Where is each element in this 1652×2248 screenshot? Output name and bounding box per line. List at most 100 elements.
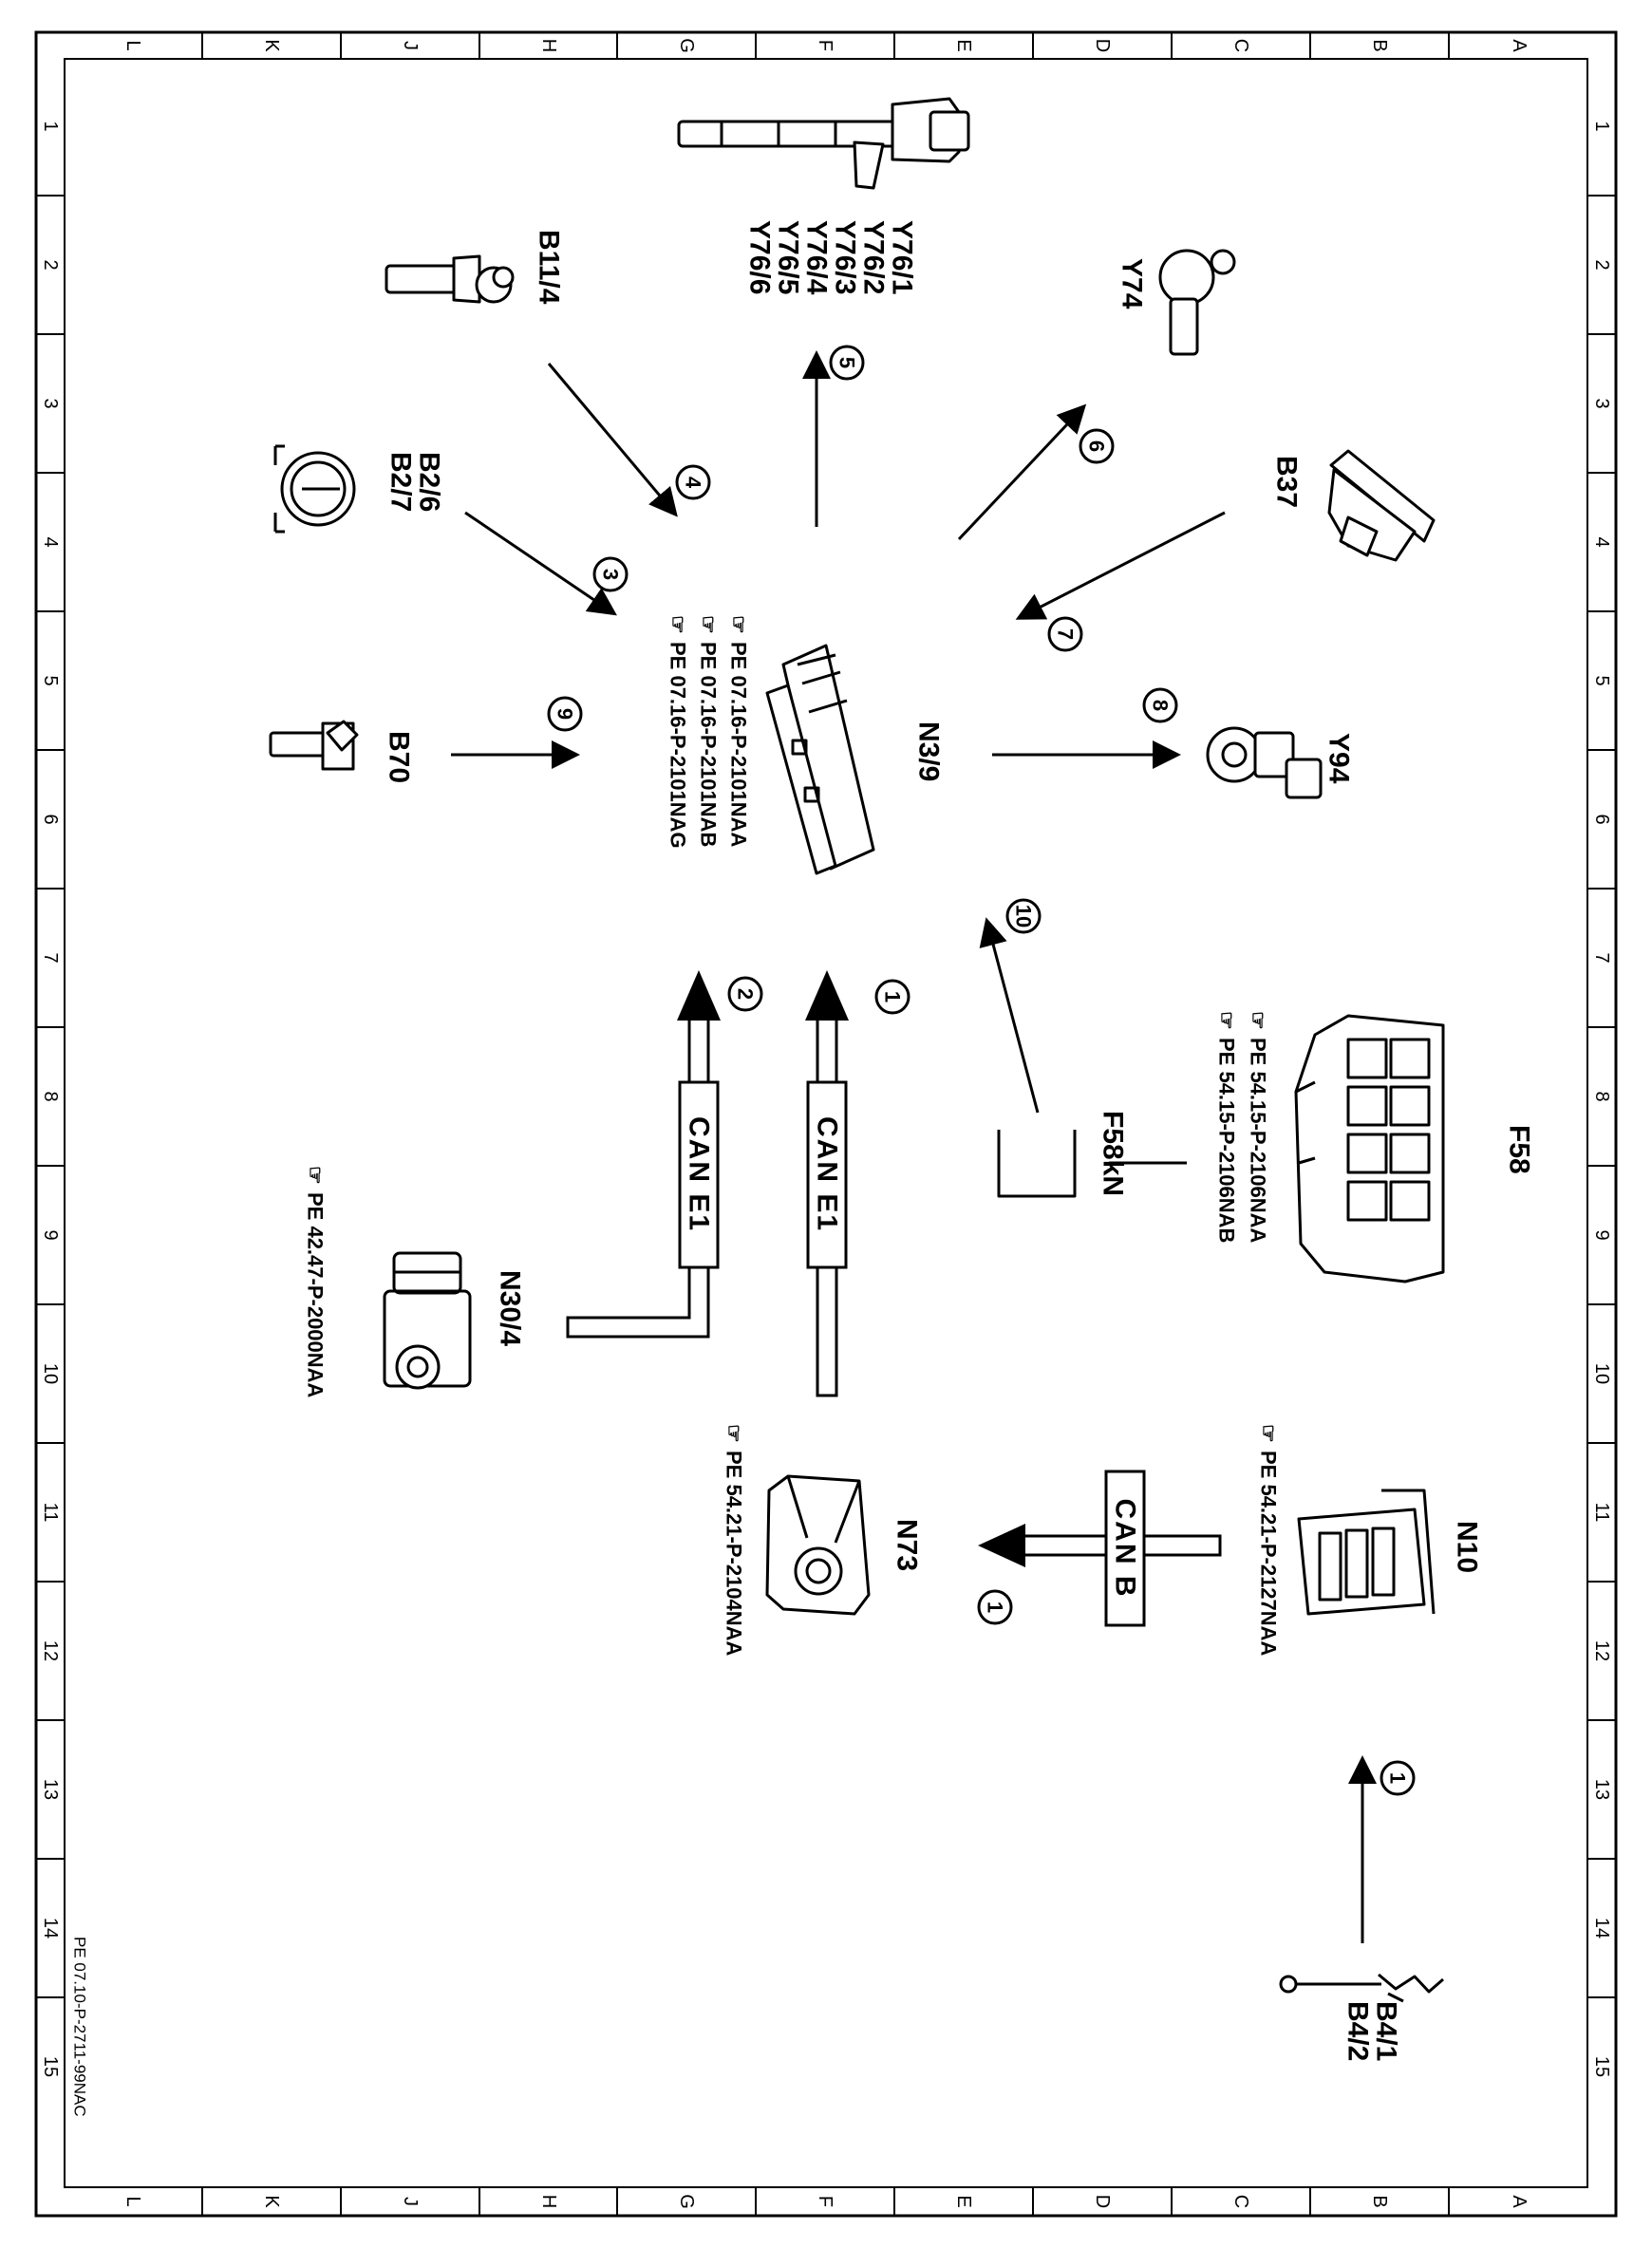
hand-pointer-icon: ☞	[723, 1424, 746, 1443]
component-labels: Y76/1 Y76/2 Y76/3 Y76/4 Y76/5 Y76/6 B11/…	[384, 220, 1535, 2061]
grid-number-right: 5	[1591, 675, 1612, 685]
grid-number-left: 11	[40, 1503, 61, 1523]
can-e1-label: CAN E1	[684, 1116, 715, 1232]
grid-letter-bottom: J	[400, 2197, 421, 2206]
svg-text:2: 2	[734, 988, 758, 1000]
document-references: ☞ PE 07.16-P-2101NAA ☞ PE 07.16-P-2101NA…	[304, 615, 1281, 1657]
pedal-sensor-b37-sketch	[1327, 449, 1436, 562]
label-f58kn: F58kN	[1098, 1111, 1129, 1196]
grid-number-right: 6	[1591, 814, 1612, 824]
grid-letter-top: L	[122, 40, 143, 50]
grid-letter-top: J	[400, 41, 421, 50]
svg-text:6: 6	[1085, 440, 1109, 452]
fuse-f58kn-sketch	[997, 1130, 1077, 1198]
grid-number-left: 4	[40, 536, 61, 547]
crankshaft-sensor-b70-sketch	[269, 720, 359, 771]
can-e1-bus-b: CAN E1	[566, 970, 721, 1339]
can-b-bus: CAN B	[978, 1470, 1222, 1627]
grid-letter-top: G	[676, 38, 697, 53]
svg-text:10: 10	[1012, 905, 1036, 927]
label-y76-6: Y76/6	[744, 220, 776, 294]
circle-1: 1	[874, 979, 910, 1015]
arrow-10	[979, 917, 1040, 1114]
pressure-regulator-y74-sketch	[1158, 249, 1236, 356]
esp-unit-n30-4-sketch	[383, 1251, 472, 1390]
grid-number-right: 1	[1591, 121, 1612, 131]
can-e1-bus-a: CAN E1	[805, 970, 849, 1397]
grid-number-right: 11	[1591, 1503, 1612, 1523]
label-b2-7: B2/7	[385, 452, 417, 512]
grid-number-left: 5	[40, 675, 61, 685]
grid-letter-bottom: K	[261, 2195, 282, 2208]
ref-n73: PE 54.21-P-2104NAA	[723, 1451, 746, 1657]
label-b4-1: B4/1	[1371, 2001, 1402, 2061]
label-y94: Y94	[1323, 733, 1355, 784]
can-b-label: CAN B	[1110, 1499, 1141, 1599]
coolant-sensor-b11-4-sketch	[385, 254, 515, 304]
ref-n30-4: PE 42.47-P-2000NAA	[304, 1192, 328, 1398]
grid-letters: L K J H G F E D C B A L K J H G F E D C …	[122, 38, 1530, 2209]
grid-number-left: 7	[40, 952, 61, 963]
grid-letter-bottom: F	[815, 2196, 835, 2207]
grid-number-right: 4	[1591, 536, 1612, 547]
circle-10: 10	[1005, 898, 1042, 934]
label-b70: B70	[384, 731, 415, 783]
label-b2-6: B2/6	[414, 452, 445, 512]
hand-pointer-icon: ☞	[697, 615, 721, 634]
grid-letter-bottom: B	[1369, 2195, 1390, 2207]
grid-letter-top: B	[1369, 39, 1390, 51]
quantity-control-valve-y94-sketch	[1206, 726, 1323, 799]
grid-number-left: 2	[40, 259, 61, 270]
arrow-6	[957, 403, 1087, 541]
ref-n3-9-c: PE 07.16-P-2101NAG	[666, 642, 690, 849]
hand-pointer-icon: ☞	[304, 1166, 328, 1185]
circle-1-can-b: 1	[977, 1589, 1013, 1625]
grid-number-right: 2	[1591, 259, 1612, 270]
hand-pointer-icon: ☞	[727, 615, 751, 634]
svg-text:9: 9	[554, 708, 577, 720]
svg-text:1: 1	[881, 991, 905, 1002]
ref-f58-a: PE 54.15-P-2106NAA	[1247, 1038, 1270, 1244]
circle-5: 5	[829, 345, 865, 381]
label-b37: B37	[1271, 456, 1303, 508]
circle-8: 8	[1142, 687, 1178, 723]
svg-text:1: 1	[1386, 1772, 1410, 1784]
grid-number-left: 8	[40, 1091, 61, 1101]
label-y76-1: Y76/1	[887, 220, 918, 294]
grid-letter-top: H	[538, 39, 559, 52]
air-mass-sensor-b2-sketch	[273, 444, 356, 534]
grid-letter-top: D	[1092, 39, 1113, 52]
grid-letter-top: F	[815, 40, 835, 51]
label-n30-4: N30/4	[495, 1270, 526, 1346]
ref-f58-b: PE 54.15-P-2106NAB	[1215, 1038, 1239, 1243]
ref-n10: PE 54.21-P-2127NAA	[1257, 1451, 1281, 1657]
grid-number-right: 3	[1591, 398, 1612, 408]
hand-pointer-icon: ☞	[1257, 1424, 1281, 1443]
label-f58: F58	[1504, 1125, 1535, 1174]
grid-numbers: 1 2 3 4 5 6 7 8 9 10 11 12 13 14 15 1 2 …	[40, 121, 1612, 2077]
grid-number-left: 15	[40, 2056, 61, 2077]
grid-letter-bottom: C	[1230, 2195, 1251, 2208]
grid-number-left: 1	[40, 121, 61, 131]
arrow-7	[1015, 511, 1226, 620]
arrow-3	[464, 511, 617, 616]
grid-letter-bottom: A	[1509, 2195, 1530, 2208]
grid-letter-top: A	[1509, 39, 1530, 52]
circle-4: 4	[675, 464, 711, 500]
label-y76-3: Y76/3	[830, 220, 861, 294]
circle-3: 3	[592, 556, 629, 592]
grid-number-right: 9	[1591, 1229, 1612, 1240]
label-n73: N73	[892, 1519, 923, 1571]
document-code: PE 07.10-P-2711-99NAC	[71, 1937, 89, 2117]
hand-pointer-icon: ☞	[1215, 1011, 1239, 1030]
grid-number-right: 7	[1591, 952, 1612, 963]
svg-text:4: 4	[682, 477, 705, 489]
grid-letter-top: E	[953, 39, 974, 51]
circle-7: 7	[1047, 616, 1083, 652]
svg-text:1: 1	[984, 1602, 1007, 1613]
label-n10: N10	[1452, 1521, 1483, 1573]
svg-text:7: 7	[1054, 628, 1078, 640]
hand-pointer-icon: ☞	[666, 615, 690, 634]
grid-number-left: 14	[40, 1918, 61, 1939]
